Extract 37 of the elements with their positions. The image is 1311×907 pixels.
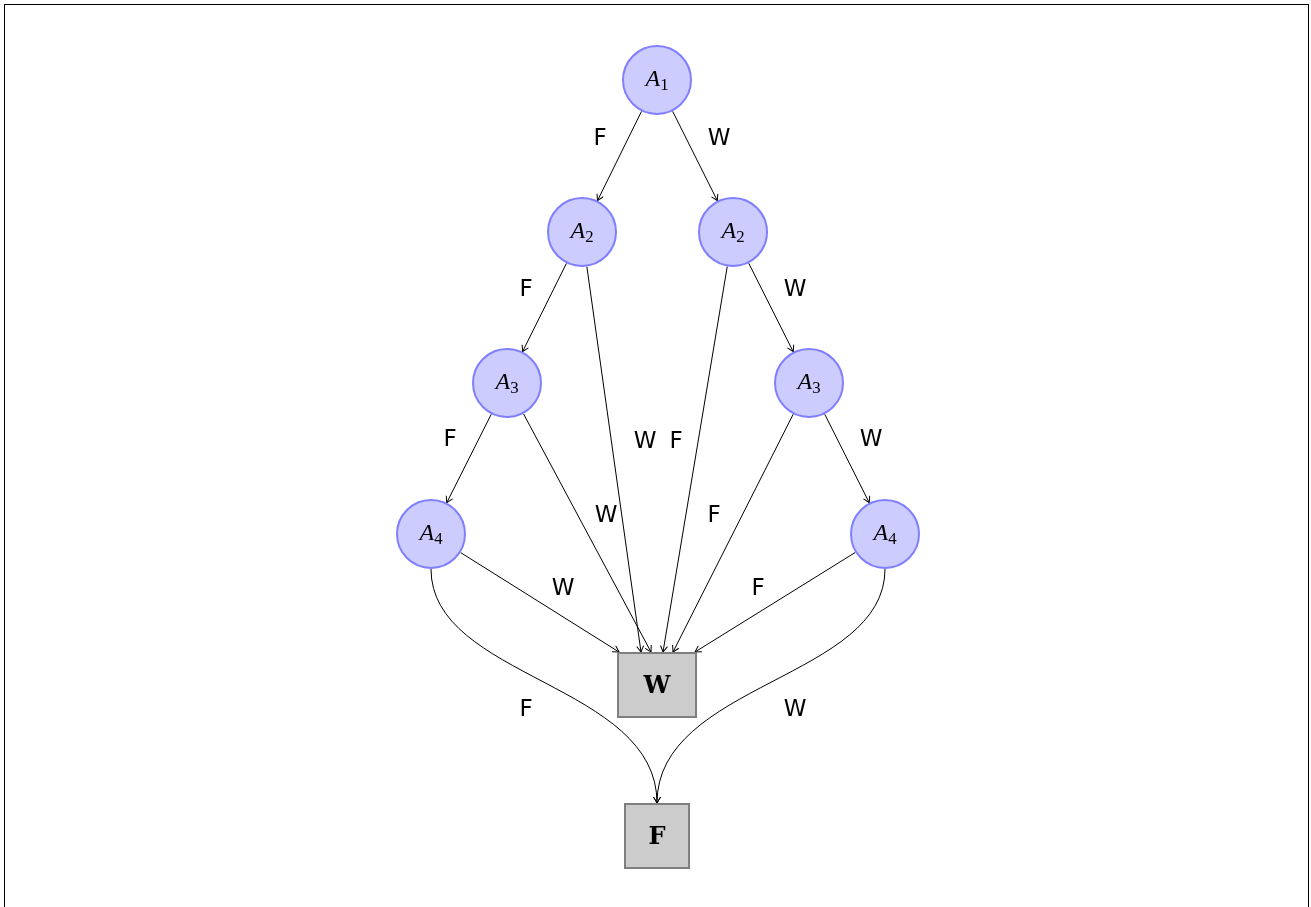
arrow xyxy=(586,266,645,653)
edge-label: F xyxy=(707,501,721,527)
outcome-box: W xyxy=(617,652,697,718)
state-circle: A$_{4}$ xyxy=(850,499,920,569)
edge-label: F xyxy=(751,574,765,600)
edge-label: W xyxy=(783,695,807,721)
edge-label: F xyxy=(519,275,533,301)
arrow xyxy=(445,413,492,504)
edge-label: W xyxy=(594,501,618,527)
arrow xyxy=(672,413,794,653)
arrow xyxy=(521,262,567,353)
edge-label: W xyxy=(551,574,575,600)
edge-label: W xyxy=(633,427,657,453)
arrow xyxy=(824,413,871,504)
outcome-box: F xyxy=(624,803,690,869)
arrow xyxy=(430,568,660,804)
state-circle: A$_{1}$ xyxy=(622,45,692,115)
edge-label: W xyxy=(783,275,807,301)
edge-label: F xyxy=(519,695,533,721)
state-circle: A$_{3}$ xyxy=(472,348,542,418)
edge-label: W xyxy=(707,124,731,150)
edge-label: W xyxy=(859,425,883,451)
state-circle: A$_{3}$ xyxy=(774,348,844,418)
arrow xyxy=(660,266,728,653)
arrow xyxy=(654,568,886,804)
arrow xyxy=(672,110,719,202)
arrow xyxy=(523,413,652,653)
arrow xyxy=(596,110,642,202)
edge-label: F xyxy=(593,124,607,150)
state-circle: A$_{2}$ xyxy=(547,197,617,267)
edge-label: F xyxy=(669,427,683,453)
state-circle: A$_{2}$ xyxy=(698,197,768,267)
edge-label: F xyxy=(443,425,457,451)
arrow xyxy=(460,552,620,653)
arrow xyxy=(748,262,795,353)
arrow xyxy=(694,551,856,653)
state-circle: A$_{4}$ xyxy=(396,499,466,569)
